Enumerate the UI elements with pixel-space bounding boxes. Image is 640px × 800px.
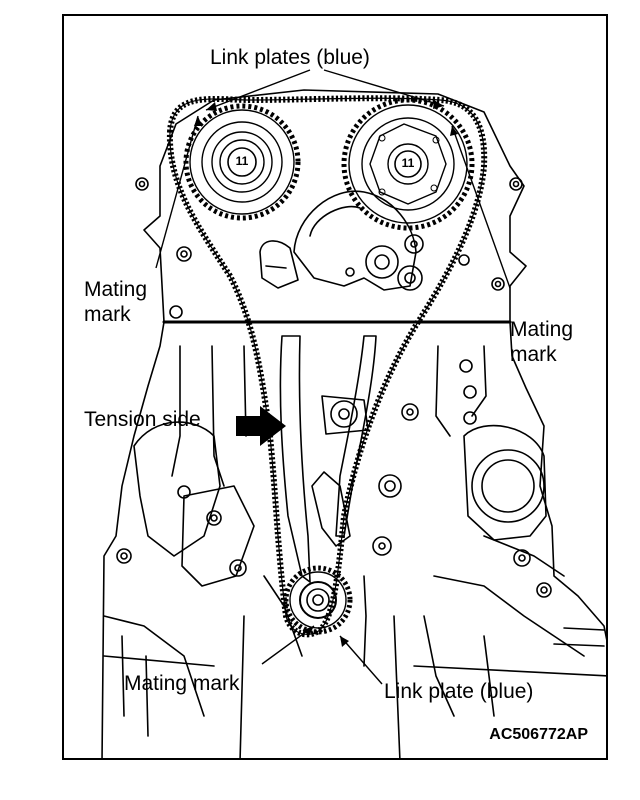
leader-mating-mark-right [451,125,511,289]
engine-block-outline [101,321,165,758]
figure-code: AC506772AP [489,726,588,743]
label-link-plates-top: Link plates (blue) [210,46,370,69]
diagram-frame: 11 11 Link plates (blue) Mating mark Mat… [62,14,608,760]
tension-side-arrow [236,406,286,446]
leader-link-plates-right [323,69,445,107]
engine-timing-chain-illustration [101,69,606,758]
crankshaft-sprocket [283,565,353,635]
label-tension-side: Tension side [84,408,201,431]
label-mating-mark-bottom: Mating mark [124,672,240,695]
leader-link-plates-left [205,69,311,111]
leader-mating-mark-left [155,115,199,269]
chain-guide [335,335,377,537]
cylinder-head-outline [143,89,527,323]
water-pump-housing [463,424,547,541]
right-sprocket-marking: 11 [401,156,415,170]
tensioner-lever [279,335,311,583]
label-link-plate-bottom: Link plate (blue) [384,680,534,703]
label-mating-mark-right: Mating mark [510,318,574,366]
label-mating-mark-left: Mating mark [84,278,148,326]
right-camshaft-sprocket [341,97,475,231]
upper-housing-boss [293,190,417,291]
left-front-cover [133,421,221,557]
left-sprocket-marking: 11 [235,154,249,168]
leader-link-plate-bottom [339,635,383,685]
